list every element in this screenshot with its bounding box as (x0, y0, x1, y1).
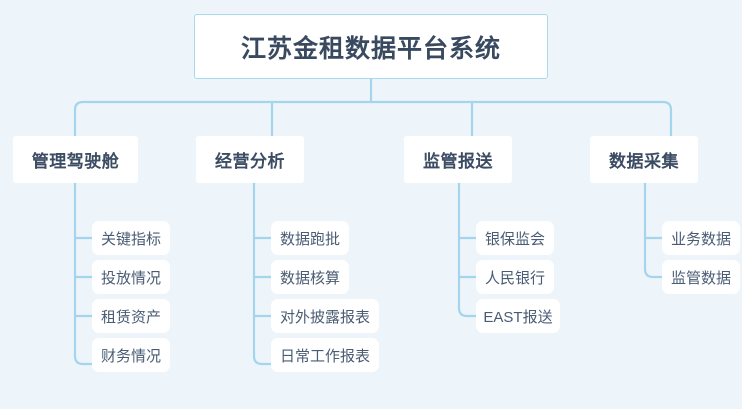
branch-node-label: 监管报送 (423, 152, 493, 171)
leaf-node-key-indicators[interactable]: 关键指标 (92, 221, 170, 255)
leaf-node-label: 关键指标 (100, 230, 161, 248)
connector-spine-1 (73, 181, 94, 366)
leaf-node-label: 数据跑批 (279, 230, 340, 248)
leaf-node-financial-status[interactable]: 财务情况 (92, 338, 170, 372)
leaf-node-label: 数据核算 (279, 269, 340, 287)
leaf-node-label: 租赁资产 (100, 308, 161, 326)
leaf-node-label: 日常工作报表 (279, 347, 370, 365)
root-node[interactable]: 江苏金租数据平台系统 (194, 14, 548, 79)
leaf-node-leased-assets[interactable]: 租赁资产 (92, 299, 170, 333)
leaf-node-pboc[interactable]: 人民银行 (476, 260, 554, 294)
connector-trunk (73, 100, 673, 138)
branch-node-business-analysis[interactable]: 经营分析 (196, 136, 304, 183)
leaf-node-label: 投放情况 (100, 269, 161, 287)
leaf-node-label: 业务数据 (670, 230, 731, 248)
connector-spine-2 (252, 181, 273, 366)
connector-spine-3 (457, 181, 478, 318)
leaf-node-east-reporting[interactable]: EAST报送 (476, 299, 560, 333)
leaf-node-business-data[interactable]: 业务数据 (662, 221, 740, 255)
leaf-node-label: 监管数据 (670, 269, 731, 287)
leaf-node-external-disclosure-report[interactable]: 对外披露报表 (271, 299, 379, 333)
branch-node-regulatory-reporting[interactable]: 监管报送 (404, 136, 512, 183)
leaf-node-label: 对外披露报表 (279, 308, 370, 326)
branch-node-data-collection[interactable]: 数据采集 (590, 136, 698, 183)
leaf-node-label: 财务情况 (100, 347, 161, 365)
leaf-node-label: 人民银行 (484, 269, 545, 287)
leaf-node-data-batch-run[interactable]: 数据跑批 (271, 221, 349, 255)
leaf-node-data-accounting[interactable]: 数据核算 (271, 260, 349, 294)
branch-node-label: 数据采集 (609, 152, 679, 171)
leaf-node-regulatory-data[interactable]: 监管数据 (662, 260, 740, 294)
leaf-node-cbirc[interactable]: 银保监会 (476, 221, 554, 255)
root-node-label: 江苏金租数据平台系统 (240, 34, 501, 63)
branch-node-label: 管理驾驶舱 (31, 152, 120, 171)
leaf-node-daily-work-report[interactable]: 日常工作报表 (271, 338, 379, 372)
connector-spine-4 (643, 181, 664, 279)
leaf-node-label: EAST报送 (483, 308, 553, 326)
leaf-node-placement-status[interactable]: 投放情况 (92, 260, 170, 294)
leaf-node-label: 银保监会 (484, 230, 545, 248)
branch-node-management-cockpit[interactable]: 管理驾驶舱 (13, 136, 138, 183)
branch-node-label: 经营分析 (215, 152, 285, 171)
